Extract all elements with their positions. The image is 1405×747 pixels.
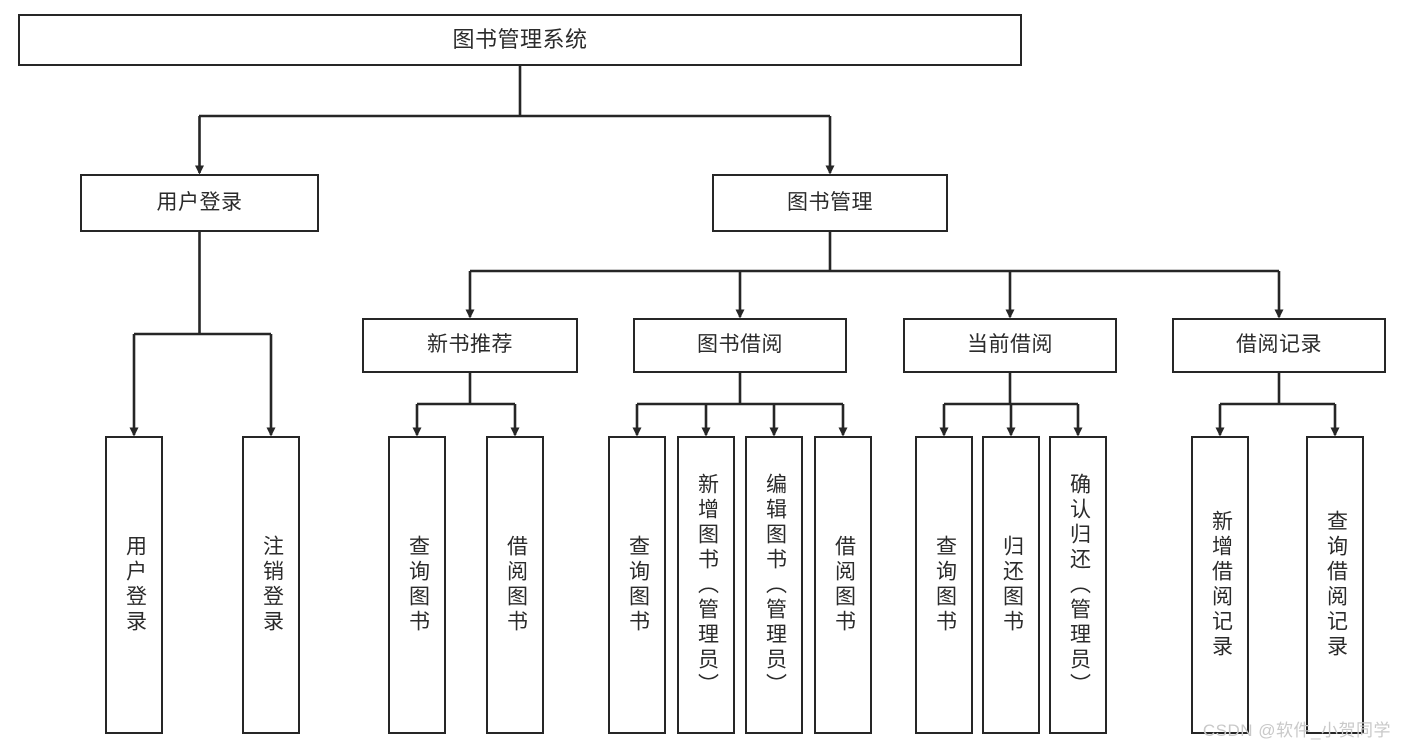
node-label: 查询借阅记录	[1324, 510, 1348, 660]
node-leaf-11[interactable]: 确认归还（管理员）	[1049, 436, 1107, 734]
node-label: 当前借阅	[967, 333, 1053, 357]
node-label: 用户登录	[123, 535, 147, 635]
node-label: 借阅图书	[832, 535, 856, 635]
node-leaf-6[interactable]: 新增图书（管理员）	[677, 436, 735, 734]
node-label: 借阅图书	[504, 535, 528, 635]
node-label: 图书借阅	[697, 333, 783, 357]
node-label: 图书管理	[787, 190, 873, 214]
node-leaf-7[interactable]: 编辑图书（管理员）	[745, 436, 803, 734]
node-borrow[interactable]: 图书借阅	[633, 318, 847, 373]
node-login[interactable]: 用户登录	[80, 174, 319, 232]
node-label: 确认归还（管理员）	[1067, 472, 1091, 698]
node-leaf-1[interactable]: 用户登录	[105, 436, 163, 734]
node-leaf-3[interactable]: 查询图书	[388, 436, 446, 734]
node-label: 注销登录	[260, 535, 284, 635]
node-leaf-10[interactable]: 归还图书	[982, 436, 1040, 734]
node-current[interactable]: 当前借阅	[903, 318, 1117, 373]
node-records[interactable]: 借阅记录	[1172, 318, 1386, 373]
node-leaf-12[interactable]: 新增借阅记录	[1191, 436, 1249, 734]
node-leaf-8[interactable]: 借阅图书	[814, 436, 872, 734]
node-label: 新增图书（管理员）	[695, 472, 719, 698]
node-label: 新书推荐	[427, 333, 513, 357]
node-label: 用户登录	[156, 190, 243, 214]
node-bookmgmt[interactable]: 图书管理	[712, 174, 948, 232]
node-leaf-4[interactable]: 借阅图书	[486, 436, 544, 734]
watermark-text: CSDN @软件_小贺同学	[1202, 721, 1391, 740]
node-label: 新增借阅记录	[1209, 510, 1233, 660]
node-leaf-13[interactable]: 查询借阅记录	[1306, 436, 1364, 734]
node-label: 查询图书	[626, 535, 650, 635]
node-leaf-5[interactable]: 查询图书	[608, 436, 666, 734]
node-leaf-2[interactable]: 注销登录	[242, 436, 300, 734]
node-leaf-9[interactable]: 查询图书	[915, 436, 973, 734]
node-root[interactable]: 图书管理系统	[18, 14, 1022, 66]
node-newbook[interactable]: 新书推荐	[362, 318, 578, 373]
edge-paths	[129, 66, 1340, 437]
node-label: 编辑图书（管理员）	[763, 472, 787, 698]
node-label: 查询图书	[406, 535, 430, 635]
node-label: 图书管理系统	[452, 26, 588, 52]
node-label: 借阅记录	[1236, 333, 1322, 357]
node-label: 查询图书	[933, 535, 957, 635]
node-label: 归还图书	[1000, 535, 1024, 635]
